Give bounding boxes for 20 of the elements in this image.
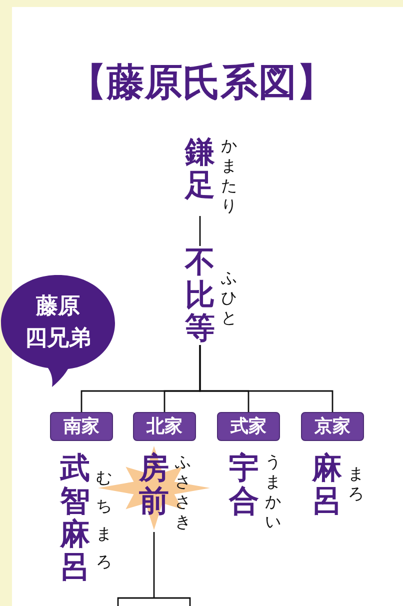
reading-text: むちまろ xyxy=(95,467,113,573)
person-name: 武智麻呂 xyxy=(59,452,91,584)
person-name: 不比等 xyxy=(184,246,216,345)
family-tag: 南家 xyxy=(50,412,113,441)
tree-line xyxy=(199,345,334,412)
family-tag: 京家 xyxy=(301,412,364,441)
speech-bubble: 藤原四兄弟 xyxy=(0,274,116,388)
reading-text: うまかい xyxy=(264,452,282,532)
person-name: 宇合 xyxy=(228,452,260,518)
reading-text: まろ xyxy=(347,464,365,504)
family-tag: 北家 xyxy=(133,412,196,441)
person-name: 麻呂 xyxy=(311,452,343,518)
title-heading: 【藤原氏系図】 xyxy=(68,59,336,106)
reading-text: ふひと xyxy=(220,268,238,328)
tree-line xyxy=(117,531,191,606)
person-name: 鎌足 xyxy=(184,136,216,202)
family-tag: 式家 xyxy=(217,412,280,441)
reading-text: かまたり xyxy=(220,136,238,216)
tree-line xyxy=(199,216,201,246)
reading-text: ふささき xyxy=(174,452,192,532)
